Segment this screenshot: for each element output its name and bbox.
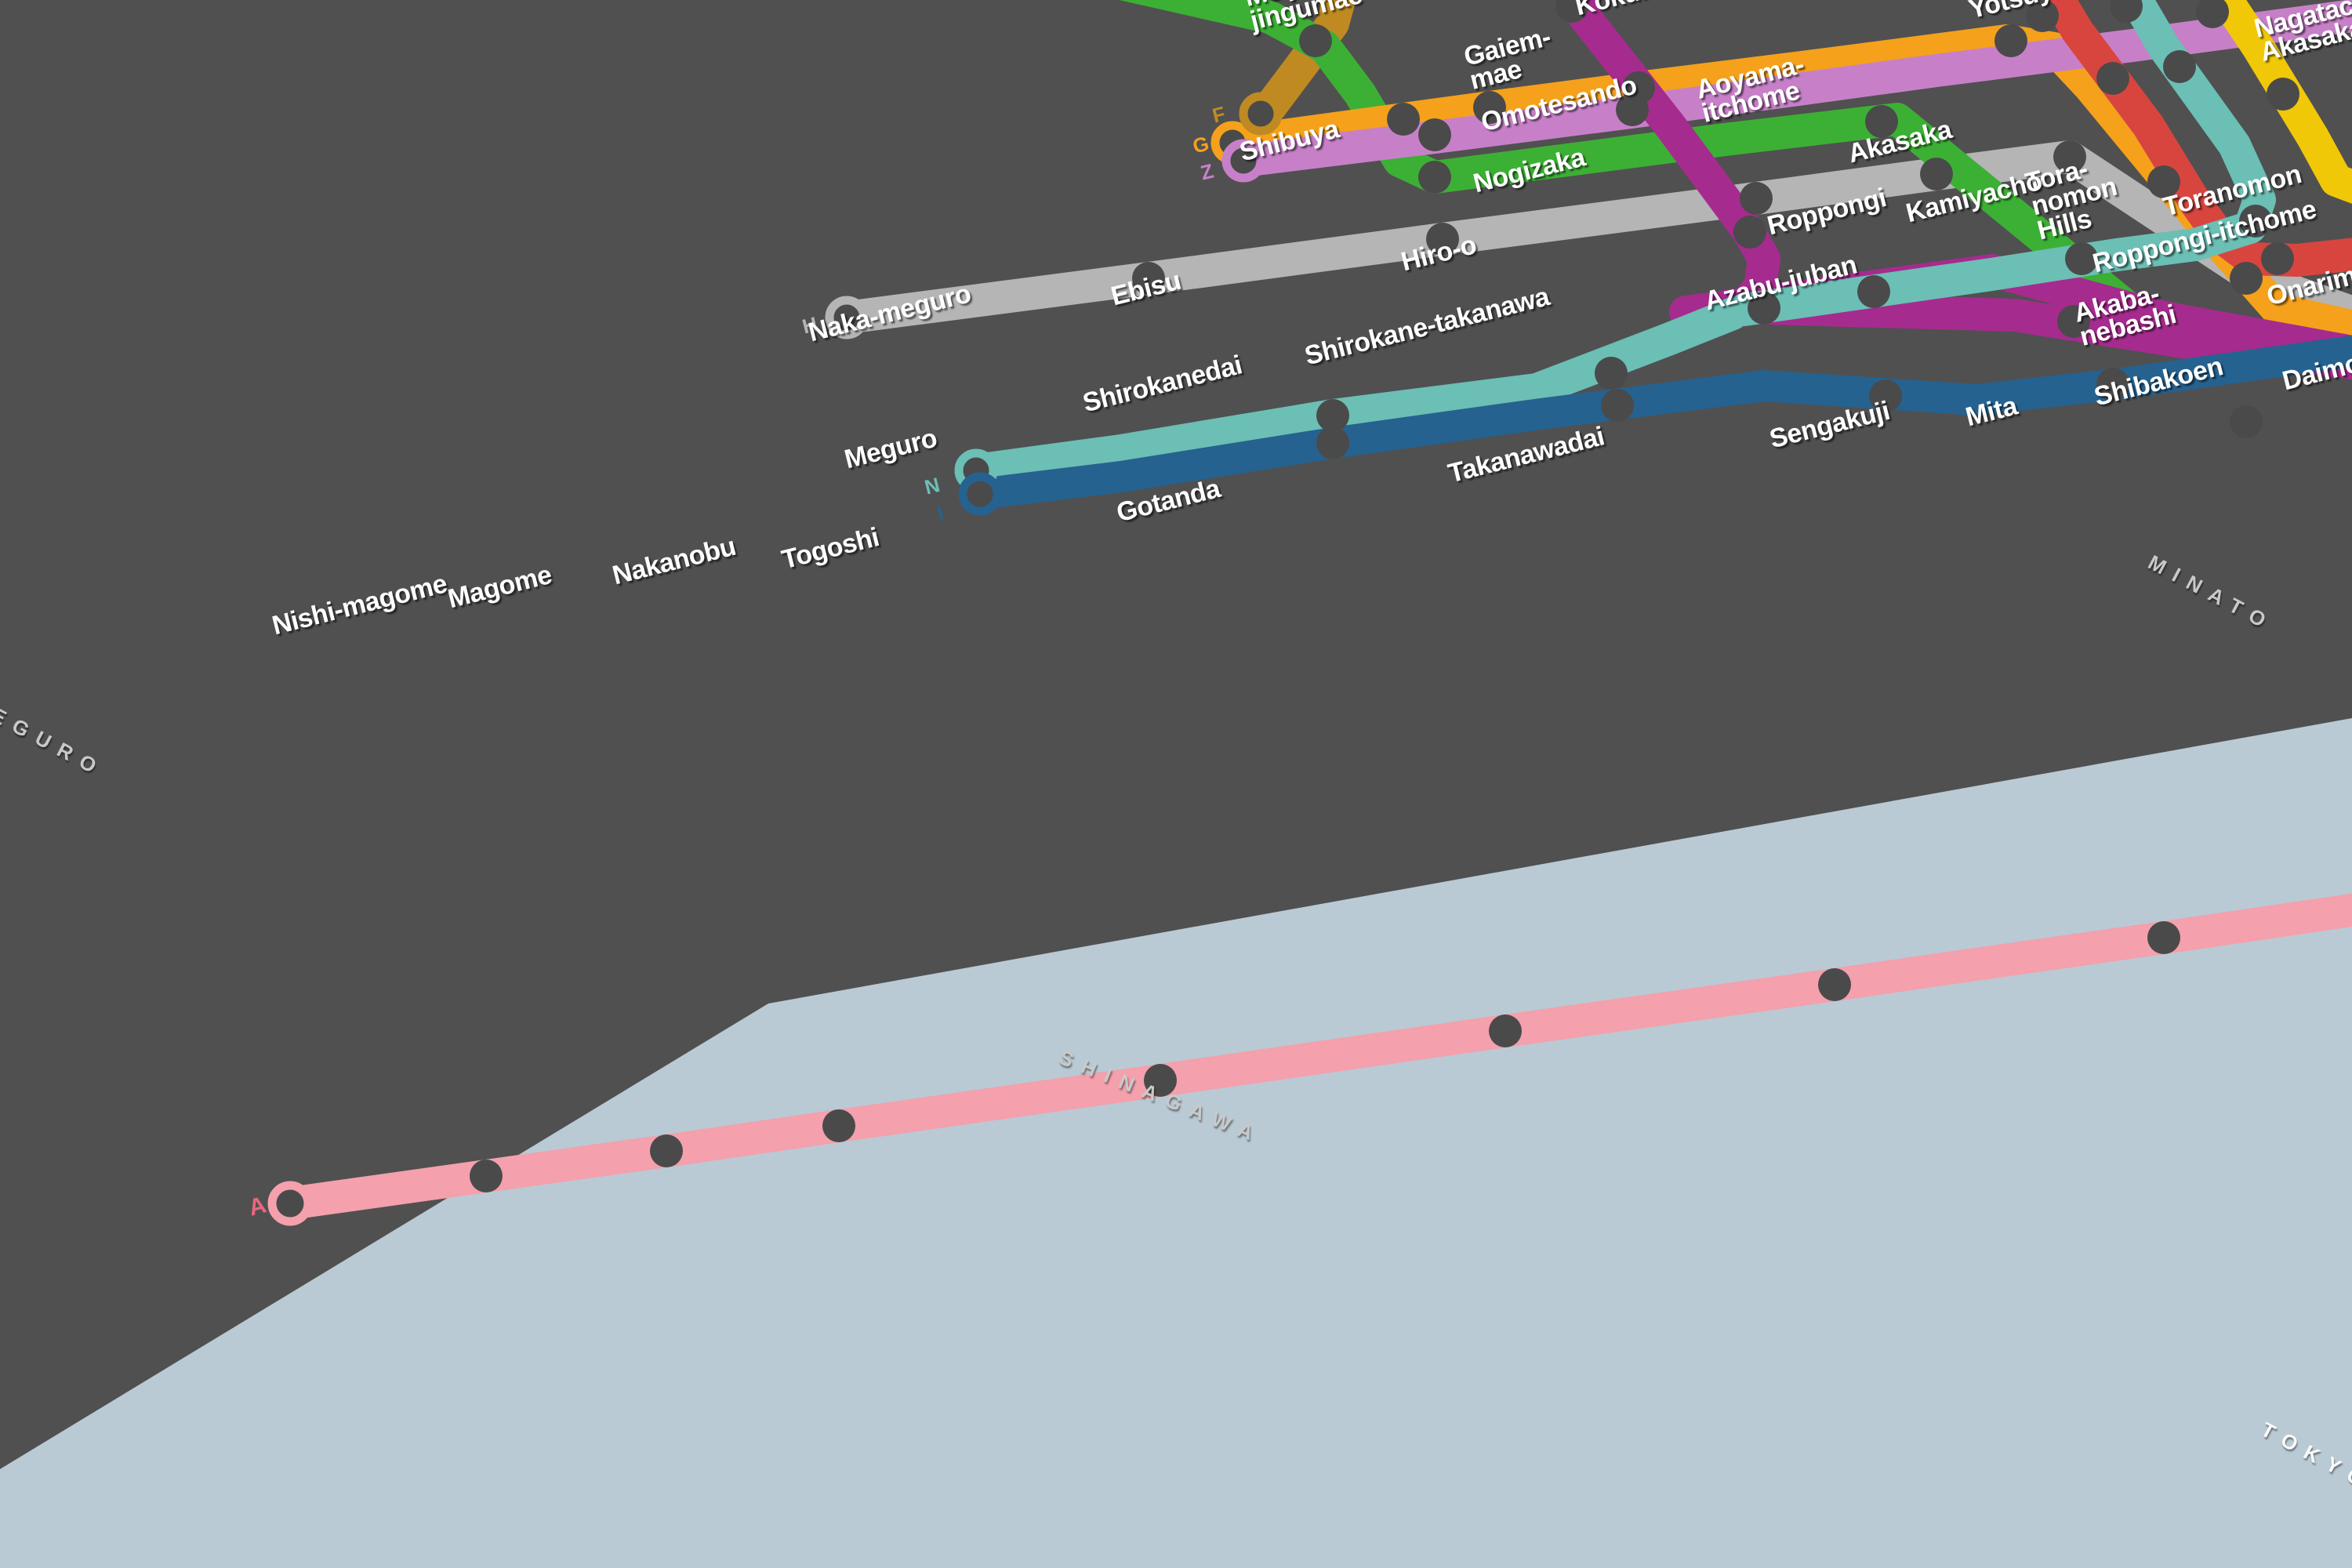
station-dot[interactable] <box>1144 1064 1177 1097</box>
station-dot[interactable] <box>1239 92 1283 136</box>
line-mita[interactable] <box>964 336 2352 510</box>
station-dot[interactable] <box>2230 262 2263 295</box>
station-dot[interactable] <box>267 1181 313 1226</box>
line-namboku-south[interactable] <box>960 297 1749 487</box>
line-chiyoda[interactable] <box>1090 0 2352 379</box>
station-dot[interactable] <box>650 1134 683 1167</box>
station-dot[interactable] <box>822 1109 855 1142</box>
station-dot[interactable] <box>2163 50 2196 83</box>
line-asakusa[interactable] <box>274 893 2352 1220</box>
station-dot[interactable] <box>2026 0 2059 32</box>
station-dot[interactable] <box>2239 205 2272 238</box>
station-dot[interactable] <box>2261 242 2294 275</box>
station-dot[interactable] <box>1489 1014 1522 1047</box>
station-dot[interactable] <box>1740 182 1773 215</box>
station-dot[interactable] <box>1595 357 1628 390</box>
station-dot[interactable] <box>470 1160 503 1192</box>
station-dot[interactable] <box>2053 140 2086 173</box>
station-dot[interactable] <box>2196 0 2229 28</box>
station-dot[interactable] <box>1418 118 1451 151</box>
station-dot[interactable] <box>1994 24 2027 57</box>
station-dot[interactable] <box>2147 921 2180 954</box>
station-dot[interactable] <box>2110 0 2143 23</box>
station-dot[interactable] <box>958 472 1002 516</box>
station-dot[interactable] <box>2147 165 2180 198</box>
station-dot[interactable] <box>2096 62 2129 95</box>
line-yurakucho[interactable] <box>2195 0 2352 204</box>
line-namboku-north[interactable] <box>1728 0 2276 326</box>
station-dot[interactable] <box>1299 24 1332 57</box>
station-dot[interactable] <box>1132 262 1165 295</box>
station-dot[interactable] <box>1748 292 1780 325</box>
station-dot[interactable] <box>2057 305 2090 338</box>
station-dot[interactable] <box>1920 158 1953 191</box>
line-fukutoshin[interactable] <box>1246 0 1364 134</box>
station-dot[interactable] <box>1316 399 1349 432</box>
station-dot[interactable] <box>1221 139 1265 183</box>
tokyo-bay-water <box>0 718 2352 1568</box>
station-dot[interactable] <box>1418 161 1451 194</box>
station-dot[interactable] <box>1473 91 1506 124</box>
station-dot[interactable] <box>1555 0 1588 23</box>
station-dot[interactable] <box>2267 78 2299 111</box>
station-dot[interactable] <box>1869 379 1902 412</box>
station-dot[interactable] <box>2065 242 2098 275</box>
station-dot[interactable] <box>1387 103 1420 136</box>
station-dot[interactable] <box>1316 426 1349 459</box>
station-dot[interactable] <box>2230 405 2263 438</box>
station-dot[interactable] <box>1733 216 1766 249</box>
station-dot[interactable] <box>1857 275 1890 308</box>
station-dot[interactable] <box>825 296 869 339</box>
station-dot[interactable] <box>2096 368 2129 401</box>
station-dot[interactable] <box>1865 105 1898 138</box>
station-dot[interactable] <box>1601 389 1634 422</box>
station-dot[interactable] <box>1426 223 1459 256</box>
station-dot[interactable] <box>1818 968 1851 1001</box>
station-dot[interactable] <box>1616 93 1649 126</box>
